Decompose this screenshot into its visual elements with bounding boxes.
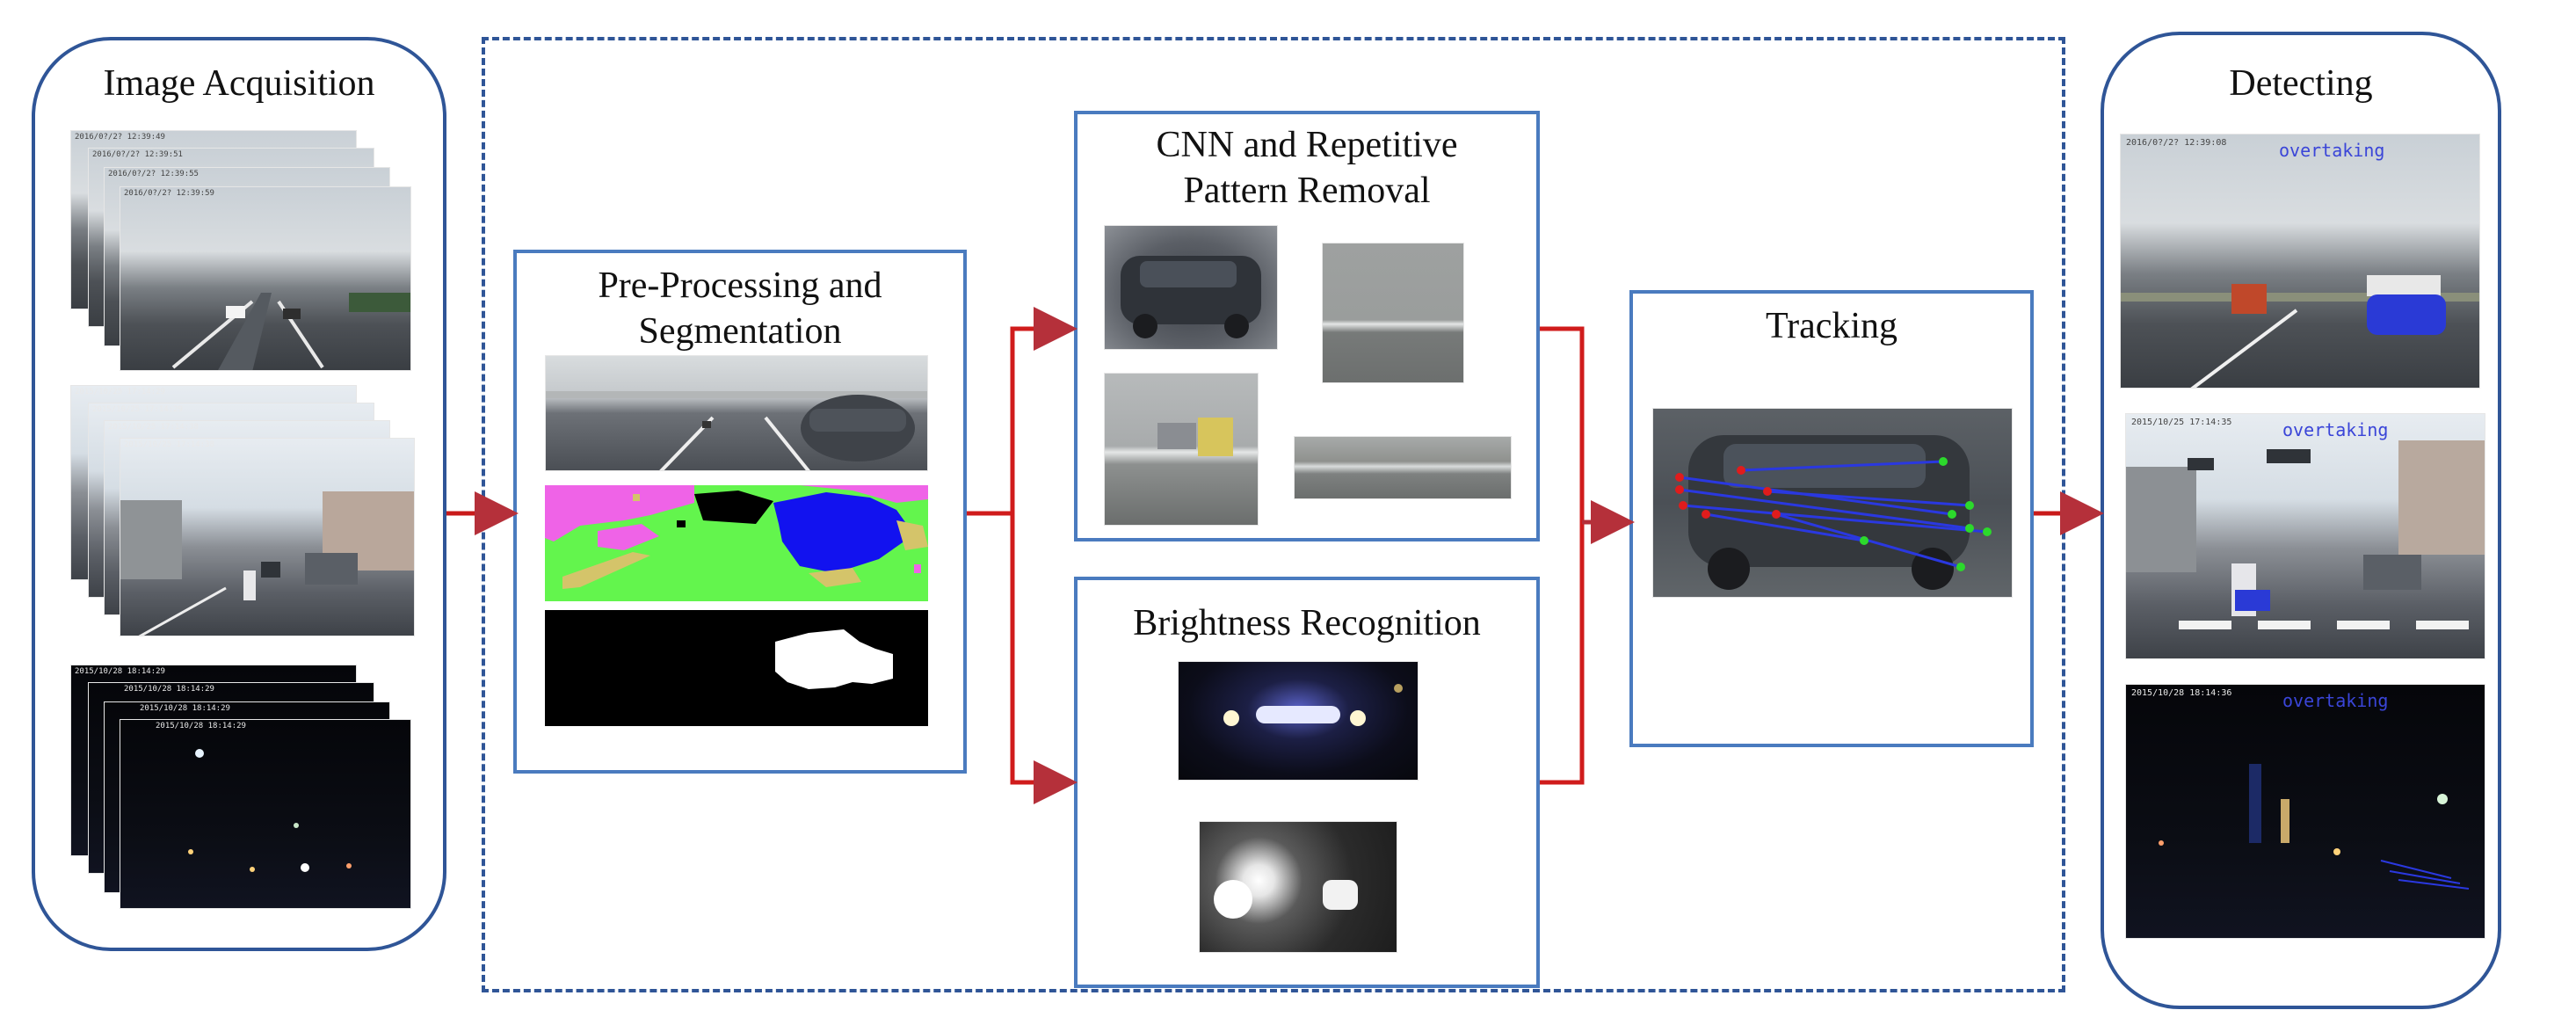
night-timestamp: 2015/10/28 18:14:29: [75, 667, 165, 676]
day-timestamp: 2016/0?/2? 12:39:59: [124, 189, 214, 198]
rail-crop-truck: [1157, 418, 1233, 456]
tracking-feature-tracks: [1675, 435, 1992, 590]
detect-night-timestamp: 2015/10/28 18:14:36: [2131, 688, 2232, 698]
detect-night-label: overtaking: [2282, 690, 2389, 711]
detect-day-image: 2016/0?/2? 12:39:08 overtaking: [2120, 134, 2480, 389]
night-timestamp: 2015/10/28 18:14:29: [156, 722, 246, 730]
detect-city-timestamp: 2015/10/25 17:14:35: [2131, 418, 2232, 427]
city-frame: 2015/10/25 17:14:38: [120, 438, 415, 636]
detect-day-label: overtaking: [2279, 140, 2385, 161]
night-lights-scene: [188, 749, 352, 872]
vehicle-mask-shape: [775, 629, 893, 689]
preprocessing-road-image: [545, 355, 928, 471]
detect-city-scene: [2126, 440, 2485, 629]
tracking-car-image: [1652, 408, 2013, 598]
brightness-glare: [1199, 821, 1397, 953]
day-road-lines: [171, 293, 410, 370]
cnn-rail-crop-1: [1322, 243, 1464, 383]
detecting-title: Detecting: [2229, 63, 2373, 104]
cnn-rail-crop-3: [1294, 436, 1512, 499]
preprocessing-title-line1: Pre-Processing and: [598, 265, 882, 306]
city-timestamp: 2015/10/25 17:14:38: [108, 423, 199, 432]
night-timestamp: 2015/10/28 18:14:29: [140, 704, 230, 713]
day-timestamp: 2016/0?/2? 12:39:51: [92, 150, 183, 159]
detect-night-scene: [2159, 764, 2470, 890]
detect-city-label: overtaking: [2282, 419, 2389, 440]
night-timestamp: 2015/10/28 18:14:29: [124, 685, 214, 694]
image-acquisition-title: Image Acquisition: [103, 63, 375, 104]
car-crop-shape: [1121, 256, 1261, 338]
detect-city-image: 2015/10/25 17:14:35 overtaking: [2125, 413, 2485, 659]
city-timestamp: 2015/10/25 17:14:38: [124, 440, 214, 449]
tracking-title: Tracking: [1765, 306, 1898, 346]
brightness-night-lights: [1178, 661, 1419, 781]
detect-night-image: 2015/10/28 18:14:36 overtaking: [2125, 684, 2485, 939]
brightness-title: Brightness Recognition: [1133, 603, 1481, 643]
city-timestamp: 2015/10/25 17:14:29: [92, 405, 183, 414]
cnn-title-line1: CNN and Repetitive: [1156, 125, 1458, 165]
city-timestamp: 2015/10/25 17:14:29: [75, 388, 165, 396]
city-street-scene: [120, 491, 414, 636]
day-timestamp: 2016/0?/2? 12:39:55: [108, 170, 199, 178]
preprocessing-title-line2: Segmentation: [638, 311, 842, 352]
cnn-rail-crop-2: [1104, 373, 1259, 526]
segmentation-regions: [545, 485, 928, 601]
day-timestamp: 2016/0?/2? 12:39:49: [75, 133, 165, 142]
cnn-title-line2: Pattern Removal: [1183, 171, 1431, 211]
detect-day-timestamp: 2016/0?/2? 12:39:08: [2126, 138, 2227, 148]
night-frame: 2015/10/28 18:14:29: [120, 719, 411, 909]
road-scene: [546, 391, 927, 470]
cnn-car-crop: [1104, 225, 1278, 350]
glare-shape: [1214, 880, 1358, 919]
detect-day-scene: [2121, 275, 2479, 388]
segmentation-map: [545, 485, 928, 601]
night-lights-shape: [1223, 684, 1403, 726]
vehicle-mask: [545, 610, 928, 726]
day-frame: 2016/0?/2? 12:39:59: [120, 186, 411, 371]
